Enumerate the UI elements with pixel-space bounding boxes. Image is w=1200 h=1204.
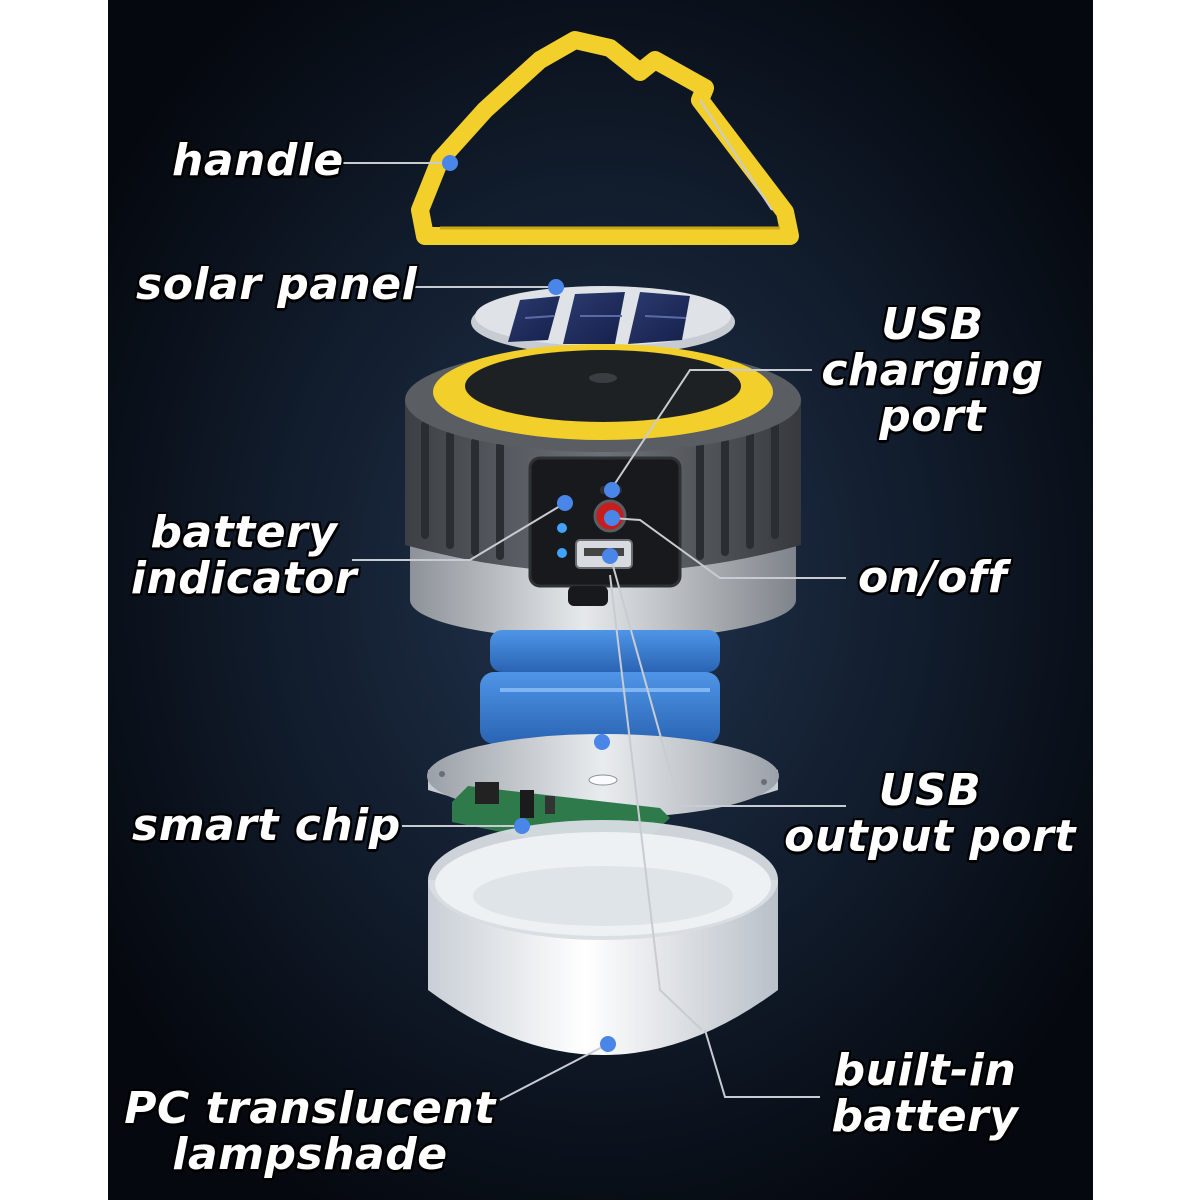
handle-label: handle [172,138,344,184]
solar-panel-label: solar panel [136,262,417,308]
battery-indicator-line-1: battery [124,510,364,556]
smart-chip-dot [514,818,530,834]
solar-panel-dot [548,279,564,295]
built-in-battery-line-1: built-in [820,1048,1030,1094]
on-off-label: on/off [858,555,1007,601]
charging-port-dot [604,482,620,498]
smart-chip-label: smart chip [132,803,401,849]
pc-translucent-lampshade-line-1: PC translucent [120,1086,500,1132]
built-in-battery-line-2: battery [820,1094,1030,1140]
lampshade-dot [600,1036,616,1052]
usb-output-port-line-2: output port [780,814,1080,860]
battery-indicator-label: battery indicator [124,510,364,602]
pc-translucent-lampshade-line-2: lampshade [120,1132,500,1178]
lampshade-part [428,820,778,1055]
usb-charging-port-line-1: USB [815,302,1050,348]
indicator-dot [557,495,573,511]
pc-translucent-lampshade-label: PC translucent lampshade [120,1086,500,1178]
on-off-dot [604,510,620,526]
battery-dot [594,734,610,750]
usb-output-port-label: USB output port [780,768,1080,860]
built-in-battery-label: built-in battery [820,1048,1030,1140]
output-port-dot [602,548,618,564]
battery-part [480,630,720,744]
main-body-part [405,344,801,640]
usb-charging-port-line-2: charging [815,348,1050,394]
handle-dot [442,155,458,171]
usb-charging-port-label: USB charging port [815,302,1050,440]
usb-charging-port-line-3: port [815,394,1050,440]
usb-output-port-line-1: USB [780,768,1080,814]
battery-indicator-line-2: indicator [124,556,364,602]
